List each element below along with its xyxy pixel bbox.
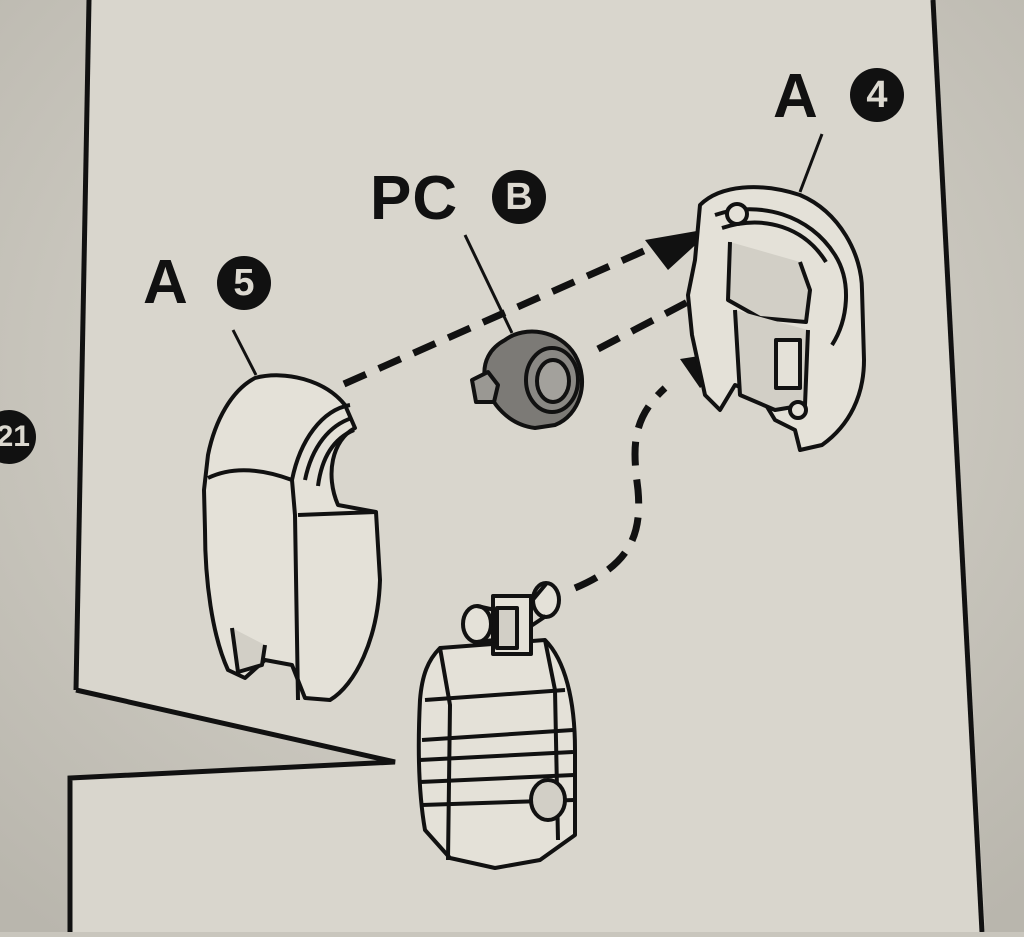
a4-label-number-badge: 4	[850, 68, 904, 122]
guide-line-a5-to-a4	[342, 242, 657, 388]
guide-line-joint-to-a4	[573, 385, 668, 592]
part-a4-shell	[686, 185, 866, 452]
a5-label-letter: A	[143, 248, 189, 317]
pcb-leader-line	[463, 234, 514, 334]
a4-label-letter: A	[773, 62, 819, 131]
panel-border	[67, 0, 985, 933]
part-joint-block	[416, 581, 577, 870]
a4-leader-line	[798, 133, 824, 193]
pcb-label-badge: B	[492, 170, 546, 224]
a5-label-number-badge: 5	[217, 256, 271, 310]
part-pcb-polycap	[470, 329, 585, 430]
part-a5-shell	[202, 373, 382, 702]
pcb-label-letters: PC	[370, 164, 459, 233]
a5-leader-line	[231, 329, 258, 376]
